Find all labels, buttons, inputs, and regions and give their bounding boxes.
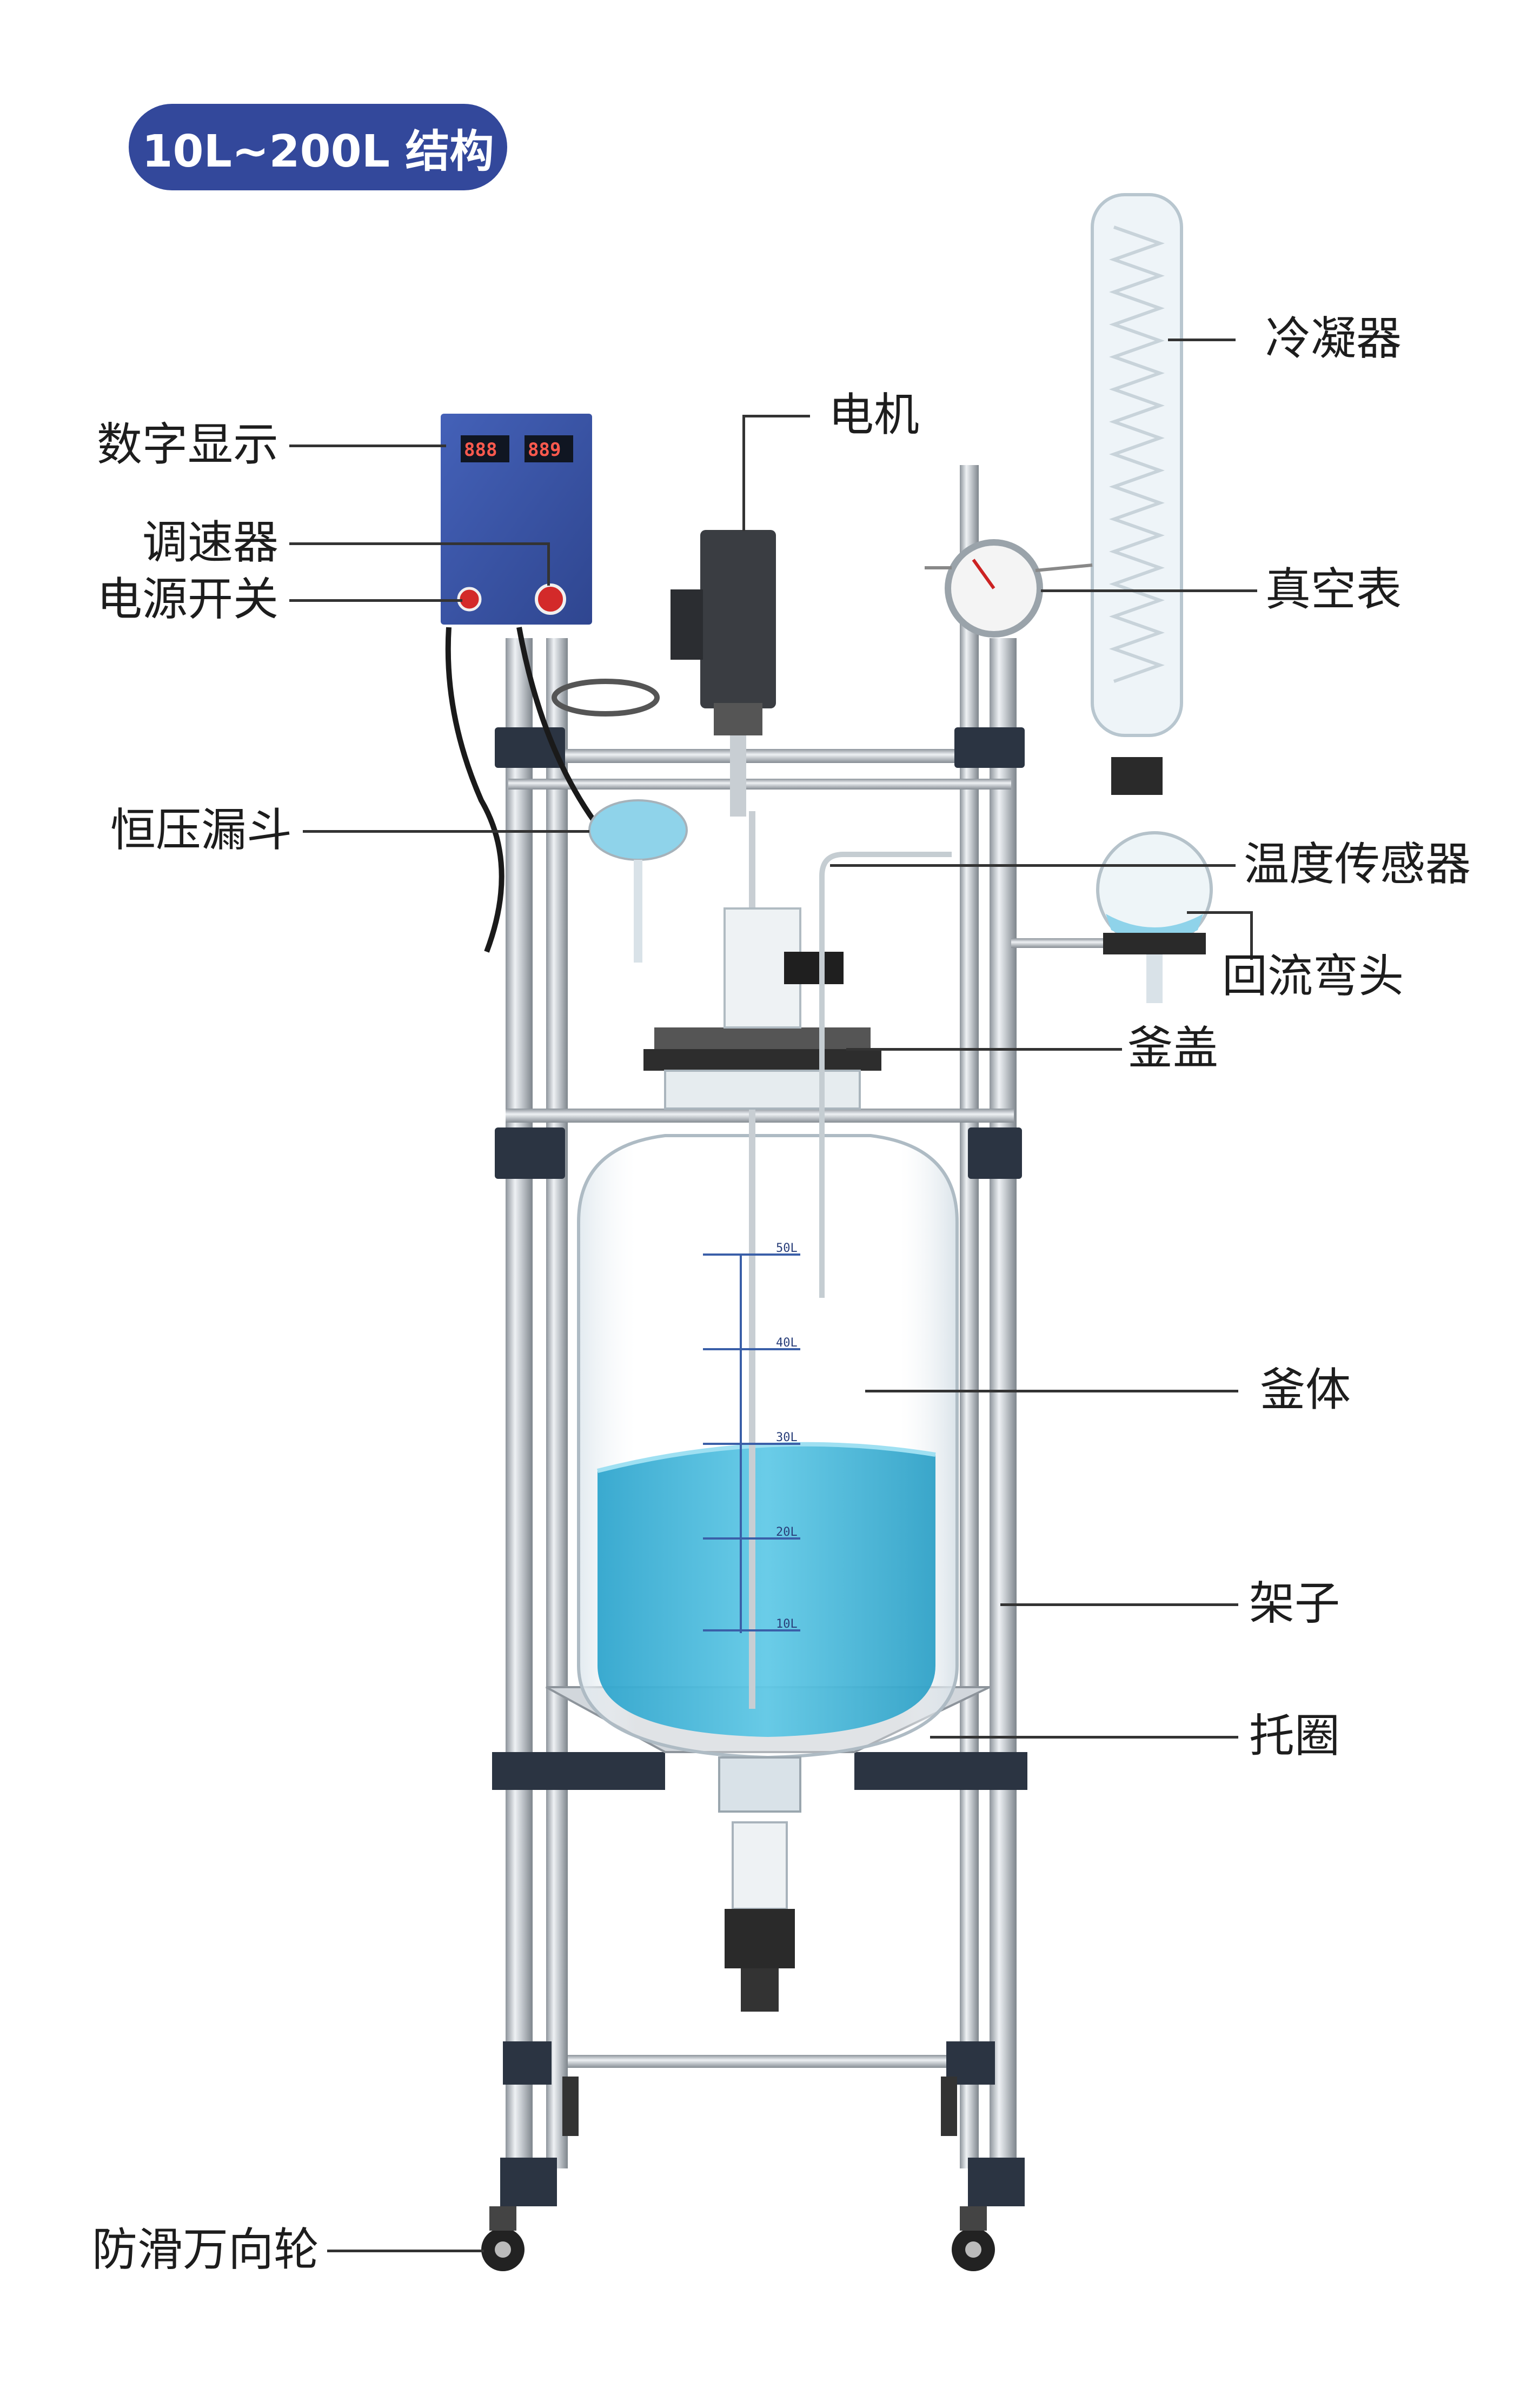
svg-text:30L: 30L (776, 1431, 798, 1444)
leader-vacuum-gauge (1041, 589, 1257, 592)
condenser (1091, 193, 1183, 795)
leader-temperature-sensor (830, 864, 1236, 867)
control-box: 888 889 (441, 414, 598, 953)
leader-kettle-body (865, 1390, 1238, 1392)
temperature-sensor (819, 852, 952, 1298)
label-motor: 电机 (828, 388, 920, 441)
svg-text:888: 888 (464, 439, 497, 461)
frame-clamps (492, 727, 1027, 2206)
svg-text:889: 889 (528, 439, 561, 461)
leader-power-switch (289, 599, 462, 602)
label-power-switch: 电源开关 (96, 573, 278, 626)
label-speed-controller: 调速器 (142, 516, 278, 569)
label-digital-display: 数字显示 (96, 418, 278, 471)
svg-text:40L: 40L (776, 1336, 798, 1350)
size-range-badge: 10L~200L 结构 (129, 104, 507, 190)
leader-reflux-elbow-v (1250, 911, 1253, 960)
leader-funnel (303, 830, 589, 833)
leader-motor (742, 415, 810, 417)
leader-kettle-lid (846, 1048, 1122, 1051)
reflux-elbow (1011, 831, 1213, 1003)
leader-speed-controller-v (547, 542, 550, 586)
leader-frame (1000, 1603, 1238, 1606)
leader-speed-controller (289, 542, 549, 545)
discharge-valve (718, 1756, 801, 2012)
leader-reflux-elbow (1187, 911, 1252, 914)
motor (671, 530, 776, 817)
label-vacuum-gauge: 真空表 (1265, 563, 1402, 616)
leader-condenser (1168, 339, 1236, 341)
frame-bars (506, 749, 1014, 2068)
constant-pressure-funnel (552, 679, 688, 963)
vessel-scale (703, 1253, 800, 1633)
label-temperature-sensor: 温度传感器 (1244, 838, 1471, 891)
leader-motor-v (742, 415, 745, 531)
kettle-lid (643, 907, 881, 1110)
label-kettle-lid: 釜盖 (1127, 1021, 1219, 1074)
svg-text:20L: 20L (776, 1525, 798, 1539)
glass-vessel: 50L 40L 30L 20L 10L (577, 811, 959, 1760)
leader-digital-display (289, 445, 446, 447)
label-reflux-elbow: 回流弯头 (1222, 950, 1404, 1003)
label-casters: 防滑万向轮 (92, 2223, 320, 2276)
svg-text:10L: 10L (776, 1617, 798, 1631)
leader-support-ring (930, 1736, 1238, 1739)
casters (481, 2077, 995, 2271)
svg-text:50L: 50L (776, 1242, 798, 1255)
label-support-ring: 托圈 (1249, 1709, 1340, 1762)
label-kettle-body: 釜体 (1260, 1363, 1351, 1416)
vacuum-gauge (925, 539, 1093, 638)
label-constant-pressure-funnel: 恒压漏斗 (110, 804, 292, 857)
badge-text: 10L~200L 结构 (142, 125, 494, 177)
label-condenser: 冷凝器 (1265, 312, 1402, 365)
frame-poles (506, 465, 1017, 2168)
label-frame: 架子 (1249, 1577, 1340, 1630)
leader-casters (327, 2250, 484, 2252)
